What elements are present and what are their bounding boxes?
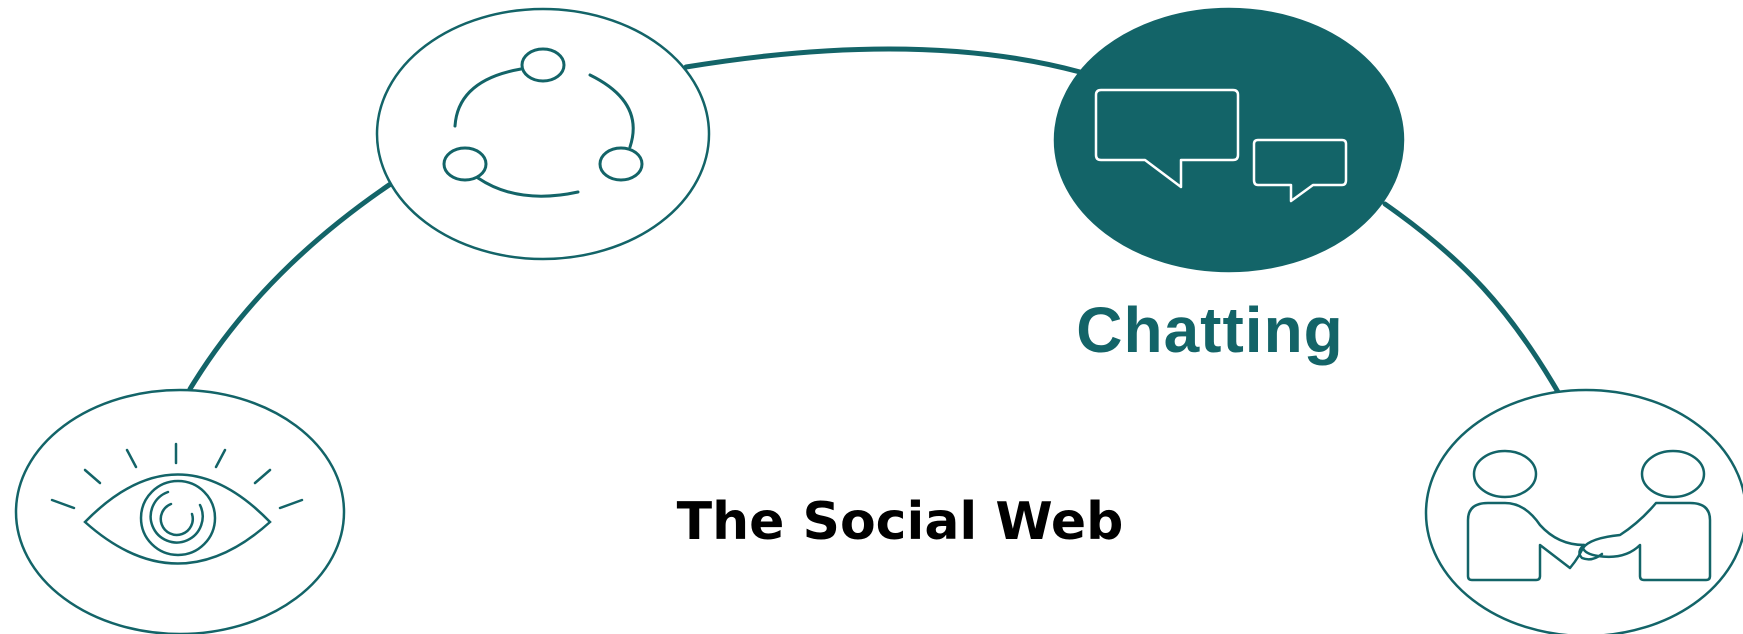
- node-connecting-circle: [1424, 388, 1743, 634]
- node-chatting-circle: [1053, 7, 1405, 273]
- node-connecting[interactable]: [1424, 388, 1743, 634]
- node-chatting-label: Chatting: [1076, 294, 1344, 366]
- node-watching-circle: [14, 388, 346, 634]
- diagram-title: The Social Web: [676, 492, 1124, 552]
- node-chatting[interactable]: [1053, 7, 1405, 273]
- handshake-people-icon: [1466, 449, 1712, 582]
- eye-icon: [50, 442, 304, 565]
- connector-arc: [187, 46, 1561, 395]
- node-watching[interactable]: [14, 388, 346, 634]
- chat-bubbles-icon: [1094, 88, 1348, 203]
- node-sharing-circle: [375, 7, 711, 261]
- share-network-icon: [442, 47, 644, 198]
- node-sharing[interactable]: [375, 7, 711, 261]
